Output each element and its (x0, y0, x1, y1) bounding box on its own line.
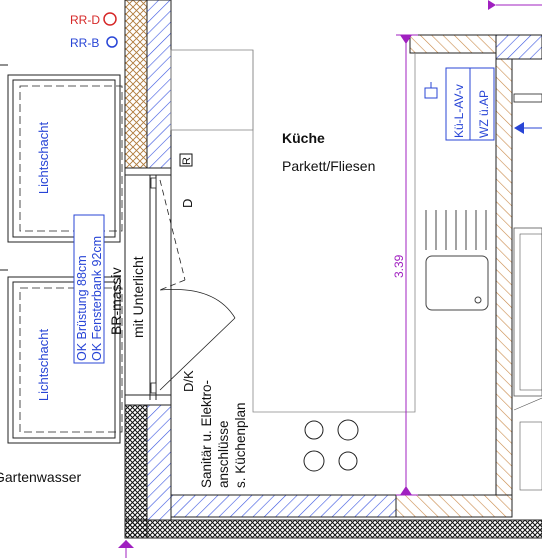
lichtschacht-top-label: Lichtschacht (36, 121, 51, 194)
window-sill-annotation: OK Brüstung 88cm OK Fensterbank 92cm (73, 214, 105, 364)
ku-l-av-text: Kü-L-AV-v (452, 84, 466, 138)
br-massiv-label: BR-massiv (108, 267, 124, 335)
door-d-label: D (180, 199, 195, 208)
sanitaer-line-3: s. Küchenplan (233, 402, 248, 488)
sanitaer-line-1: Sanitär u. Elektro- (199, 380, 214, 488)
door-r-label: R (181, 157, 193, 165)
ventilation-annotation: Kü-L-AV-v WZ ü.AP (424, 67, 495, 141)
room-name: Küche (282, 130, 325, 146)
dimension-value: 3.39 (392, 254, 406, 278)
ok-fensterbank-text: OK Fensterbank 92cm (90, 236, 104, 361)
legend-rr-d-label: RR-D (70, 13, 100, 27)
dimension-line: 3.39 (392, 34, 418, 496)
kitchen-outline (170, 0, 416, 496)
ok-brustung-text: OK Brüstung 88cm (75, 255, 89, 361)
door-r-box (179, 153, 193, 167)
lichtschacht-bottom (7, 276, 123, 444)
sink (425, 210, 489, 311)
door-dk-label: D/K (181, 370, 196, 392)
legend-rr-b-label: RR-B (70, 36, 99, 50)
unterlicht-label: mit Unterlicht (130, 256, 146, 338)
arrow-top-right (488, 0, 496, 10)
outlet-symbol (424, 87, 438, 99)
rr-d-symbol (103, 12, 117, 26)
window (124, 167, 236, 406)
room-floor: Parkett/Fliesen (282, 158, 375, 174)
legend: RR-D RR-B (70, 12, 118, 50)
gartenwasser-label: Gartenwasser (0, 469, 81, 485)
cooktop (303, 419, 359, 472)
wz-ap-text: WZ ü.AP (477, 90, 491, 138)
right-edge-details (513, 93, 542, 491)
exterior-wall-bottom (124, 494, 542, 539)
sanitaer-line-2: anschlüsse (216, 420, 231, 488)
interior-wall-right (409, 34, 542, 496)
lichtschacht-bottom-label: Lichtschacht (36, 328, 51, 401)
lichtschacht-top (7, 74, 123, 243)
rr-b-symbol (106, 36, 118, 48)
